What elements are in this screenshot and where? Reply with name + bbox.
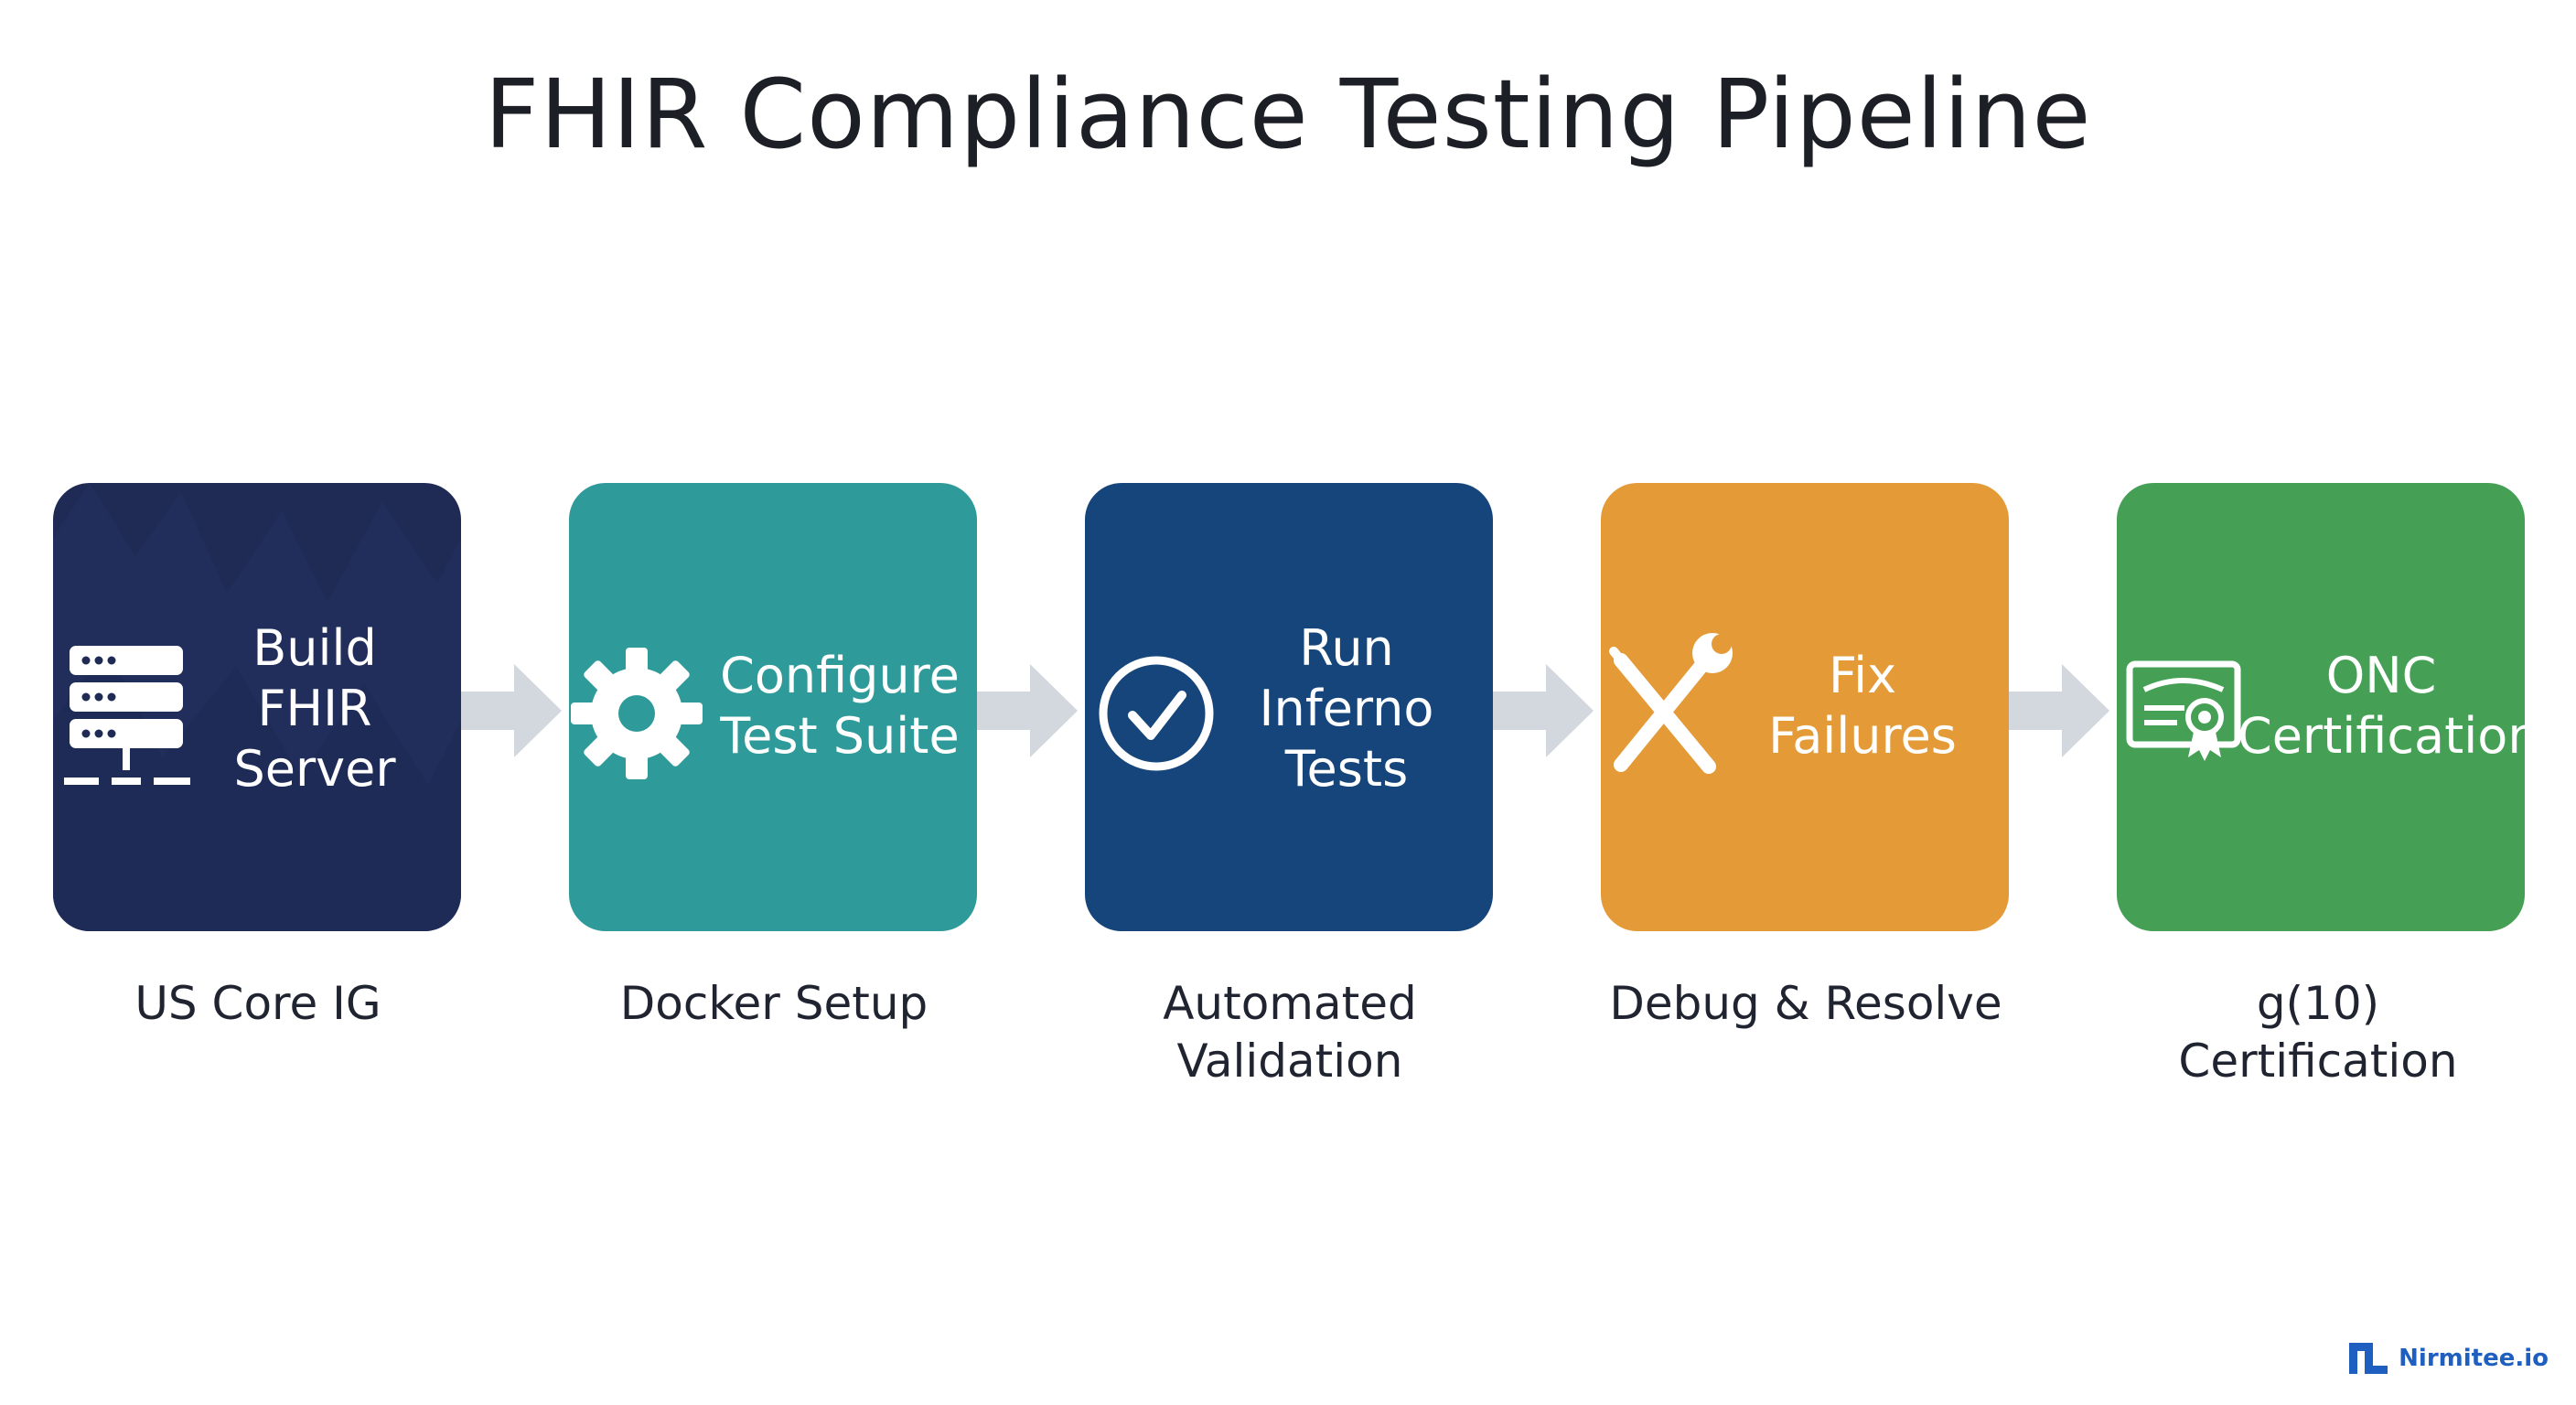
step-4-caption: Debug & Resolve (1609, 977, 2002, 1030)
step-build-fhir-server: Build FHIR Server (53, 483, 461, 931)
gear-icon (571, 648, 703, 779)
brand-logo: Nirmitee.io (2349, 1343, 2549, 1374)
background-pattern (53, 483, 461, 931)
server-icon (64, 646, 190, 785)
step-fix-failures: Fix Failures (1601, 483, 2009, 931)
step-configure-test-suite: Configure Test Suite (569, 483, 977, 931)
step-4-label: Fix Failures (1768, 647, 1957, 765)
step-5-label: ONC Certification (2238, 647, 2525, 765)
step-2-caption: Docker Setup (619, 977, 928, 1030)
arrow-1-to-2 (446, 664, 562, 757)
diagram-title: FHIR Compliance Testing Pipeline (484, 59, 2092, 170)
arrow-3-to-4 (1478, 664, 1594, 757)
arrow-4-to-5 (1994, 664, 2109, 757)
nirmitee-logo-icon (2349, 1343, 2388, 1374)
brand-name: Nirmitee.io (2399, 1345, 2549, 1372)
step-5-caption: g(10) Certification (2178, 977, 2458, 1088)
step-2-label: Configure Test Suite (720, 647, 960, 765)
tools-icon (1609, 633, 1733, 774)
step-1-label: Build FHIR Server (233, 619, 396, 798)
step-onc-certification: ONC Certification (2117, 483, 2525, 931)
certificate-icon (2126, 660, 2241, 761)
arrow-2-to-3 (962, 664, 1078, 757)
step-1-caption: US Core IG (134, 977, 381, 1030)
step-3-caption: Automated Validation (1163, 977, 1417, 1088)
step-3-label: Run Inferno Tests (1259, 619, 1434, 798)
check-circle-icon (1099, 656, 1214, 771)
step-run-inferno-tests: Run Inferno Tests (1085, 483, 1493, 931)
